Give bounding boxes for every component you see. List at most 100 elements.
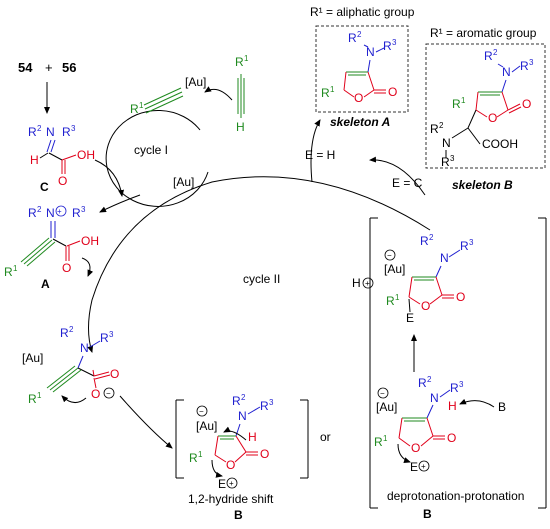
svg-text:R: R xyxy=(450,381,459,395)
svg-text:3: 3 xyxy=(469,238,474,247)
svg-text:−: − xyxy=(199,407,204,416)
svg-text:+: + xyxy=(365,279,370,288)
svg-text:N: N xyxy=(46,206,55,220)
svg-text:2: 2 xyxy=(429,233,434,242)
svg-text:3: 3 xyxy=(392,38,397,47)
svg-text:N: N xyxy=(440,251,449,265)
svg-text:[Au]: [Au] xyxy=(173,175,194,189)
svg-text:2: 2 xyxy=(427,375,432,384)
svg-text:−: − xyxy=(387,251,392,260)
svg-text:R: R xyxy=(418,376,427,390)
svg-text:3: 3 xyxy=(269,398,274,407)
svg-text:O: O xyxy=(226,458,235,472)
reactant-54: 54 xyxy=(18,60,33,75)
svg-text:3: 3 xyxy=(71,124,76,133)
svg-text:R: R xyxy=(430,122,439,136)
svg-text:+: + xyxy=(229,479,234,488)
svg-text:2: 2 xyxy=(439,121,444,130)
svg-text:O: O xyxy=(421,299,430,313)
r1-aliphatic-label: R¹ = aliphatic group xyxy=(310,5,415,19)
svg-text:R: R xyxy=(460,239,469,253)
svg-text:3: 3 xyxy=(529,58,534,67)
svg-text:O: O xyxy=(354,91,363,105)
svg-text:1: 1 xyxy=(244,54,249,63)
svg-text:E: E xyxy=(406,311,414,325)
svg-text:O: O xyxy=(456,290,465,304)
svg-text:O: O xyxy=(388,85,397,99)
svg-text:1: 1 xyxy=(330,85,335,94)
svg-text:R: R xyxy=(189,451,198,465)
svg-text:1: 1 xyxy=(461,96,466,105)
svg-text:1: 1 xyxy=(198,450,203,459)
svg-text:R: R xyxy=(232,394,241,408)
svg-text:R: R xyxy=(484,49,493,63)
svg-text:2: 2 xyxy=(241,393,246,402)
svg-text:1: 1 xyxy=(395,293,400,302)
svg-text:H: H xyxy=(248,430,257,444)
svg-text:[Au]: [Au] xyxy=(384,262,405,276)
svg-text:R: R xyxy=(235,55,244,69)
svg-text:E: E xyxy=(218,477,226,491)
svg-text:O: O xyxy=(411,441,420,455)
svg-text:B: B xyxy=(498,400,506,414)
svg-text:3: 3 xyxy=(109,330,114,339)
svg-text:O: O xyxy=(488,111,497,125)
svg-text:−: − xyxy=(106,389,111,398)
svg-text:R: R xyxy=(60,326,69,340)
svg-text:−: − xyxy=(380,389,385,398)
svg-text:3: 3 xyxy=(459,380,464,389)
svg-text:R: R xyxy=(130,102,139,116)
label-b-middle: B xyxy=(234,508,243,522)
svg-text:N: N xyxy=(80,341,89,355)
or-label: or xyxy=(320,430,331,444)
svg-text:N: N xyxy=(442,136,451,150)
svg-text:1: 1 xyxy=(13,264,18,273)
branch-e-h-label: E = H xyxy=(305,148,335,162)
svg-text:R: R xyxy=(386,294,395,308)
branch-e-c-arrow xyxy=(369,156,426,196)
svg-text:[Au]: [Au] xyxy=(376,400,397,414)
svg-text:+: + xyxy=(421,462,426,471)
svg-text:O: O xyxy=(447,431,456,445)
deprotonation-caption: deprotonation-protonation xyxy=(387,489,524,503)
svg-text:[Au]: [Au] xyxy=(196,419,217,433)
svg-text:E: E xyxy=(410,460,418,474)
svg-text:H: H xyxy=(448,399,457,413)
svg-text:R: R xyxy=(100,331,109,345)
cycle-one-label: cycle I xyxy=(134,143,168,157)
svg-text:R: R xyxy=(348,31,357,45)
r1-aromatic-label: R¹ = aromatic group xyxy=(430,26,537,40)
svg-text:R: R xyxy=(420,234,429,248)
svg-text:R: R xyxy=(374,435,383,449)
svg-text:N: N xyxy=(430,391,439,405)
skeleton-b-box xyxy=(425,43,546,169)
cycle-two-arc xyxy=(87,176,431,353)
svg-text:H: H xyxy=(236,120,245,134)
svg-text:R: R xyxy=(28,206,37,220)
svg-text:N: N xyxy=(46,125,55,139)
svg-text:+: + xyxy=(57,207,62,216)
svg-text:[Au]: [Au] xyxy=(185,75,206,89)
svg-text:2: 2 xyxy=(37,205,42,214)
svg-text:H: H xyxy=(30,153,39,167)
svg-text:2: 2 xyxy=(357,30,362,39)
branch-e-c-label: E = C xyxy=(392,176,423,190)
svg-text:O: O xyxy=(260,447,269,461)
svg-text:O: O xyxy=(91,387,100,401)
svg-text:2: 2 xyxy=(37,124,42,133)
hydride-caption: 1,2-hydride shift xyxy=(188,492,274,506)
svg-text:3: 3 xyxy=(450,154,455,163)
svg-text:R: R xyxy=(441,155,450,169)
svg-text:N: N xyxy=(238,409,247,423)
svg-text:1: 1 xyxy=(139,101,144,110)
svg-text:N: N xyxy=(502,65,511,79)
skeleton-a-label: skeleton A xyxy=(330,115,390,129)
svg-text:R: R xyxy=(321,86,330,100)
